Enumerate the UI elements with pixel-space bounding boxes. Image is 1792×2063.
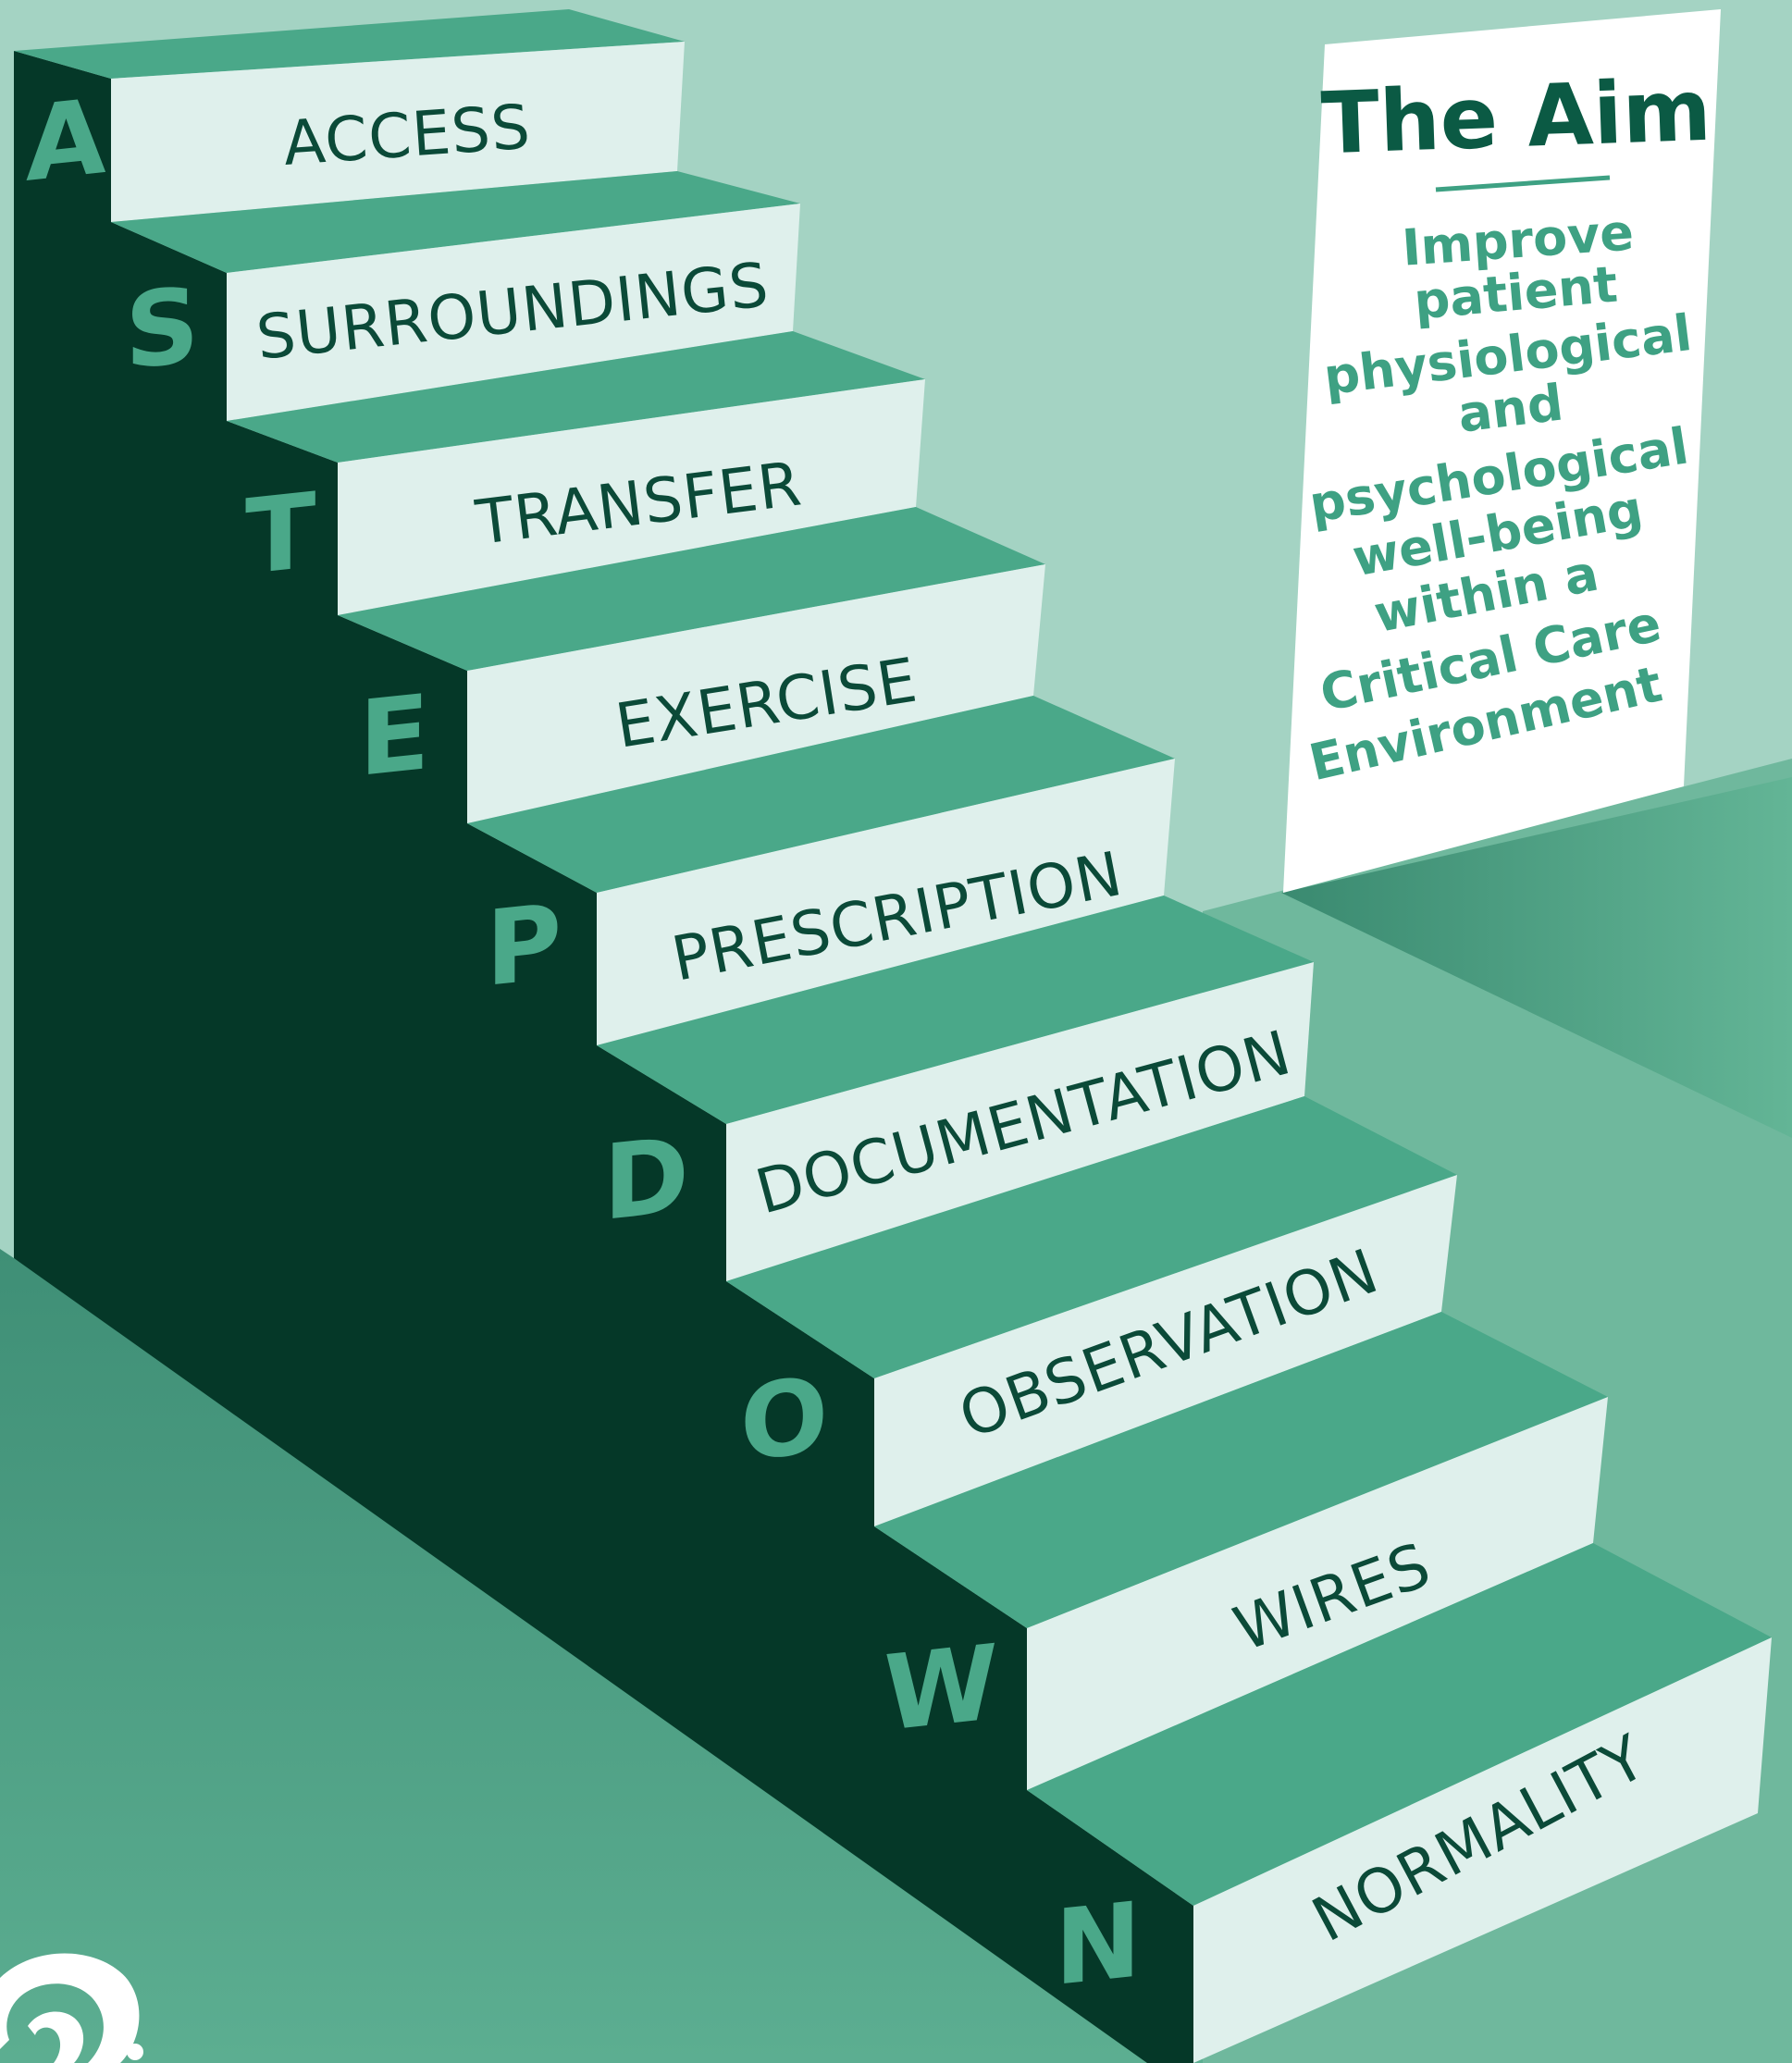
side-letter-p: P bbox=[486, 883, 562, 1010]
stair-tread-7 bbox=[726, 1096, 1457, 1378]
stair-riser-9 bbox=[1193, 1637, 1772, 2063]
aim-card-panel bbox=[1283, 9, 1721, 893]
side-letter-e: E bbox=[359, 673, 430, 800]
stair-tread-3 bbox=[227, 331, 925, 463]
stair-riser-5 bbox=[597, 759, 1175, 1045]
side-letter-d: D bbox=[603, 1116, 689, 1244]
stair-tread-5 bbox=[467, 696, 1175, 893]
stair-tread-9 bbox=[1027, 1543, 1772, 1906]
stair-riser-3 bbox=[338, 379, 925, 615]
stair-riser-2 bbox=[227, 204, 800, 421]
side-letter-a: A bbox=[26, 77, 106, 205]
stair-riser-6 bbox=[726, 962, 1314, 1281]
side-letter-o: O bbox=[740, 1355, 828, 1485]
stair-side-face bbox=[14, 51, 1193, 2063]
stair-tread-4 bbox=[338, 507, 1045, 671]
swirl-logo-icon bbox=[0, 1953, 143, 2063]
stair-tread-1 bbox=[14, 9, 685, 79]
stair-tread-6 bbox=[597, 896, 1314, 1124]
stair-tread-2 bbox=[111, 171, 800, 273]
side-letter-w: W bbox=[884, 1623, 998, 1755]
side-letter-t: T bbox=[245, 471, 315, 599]
side-letter-n: N bbox=[1055, 1880, 1142, 2008]
step-label-access: ACCESS bbox=[281, 91, 533, 179]
stair-tread-8 bbox=[874, 1312, 1608, 1628]
stair-side bbox=[14, 51, 1193, 2063]
stair-steps bbox=[14, 9, 1772, 2063]
aim-title: The Aim bbox=[1320, 61, 1713, 174]
aim-line-4: and bbox=[1455, 373, 1566, 443]
stair-riser-1 bbox=[111, 42, 685, 222]
side-letters: A S T E P D O W N bbox=[26, 77, 1142, 2009]
aim-divider bbox=[1435, 175, 1611, 192]
floor-right-shadow bbox=[1281, 777, 1792, 1138]
stair-riser-7 bbox=[874, 1175, 1457, 1526]
aim-card: The Aim Improve patient physiological an… bbox=[1283, 9, 1721, 893]
stair-riser-4 bbox=[467, 564, 1045, 823]
stair-riser-8 bbox=[1027, 1397, 1608, 1790]
side-letter-s: S bbox=[125, 266, 200, 393]
